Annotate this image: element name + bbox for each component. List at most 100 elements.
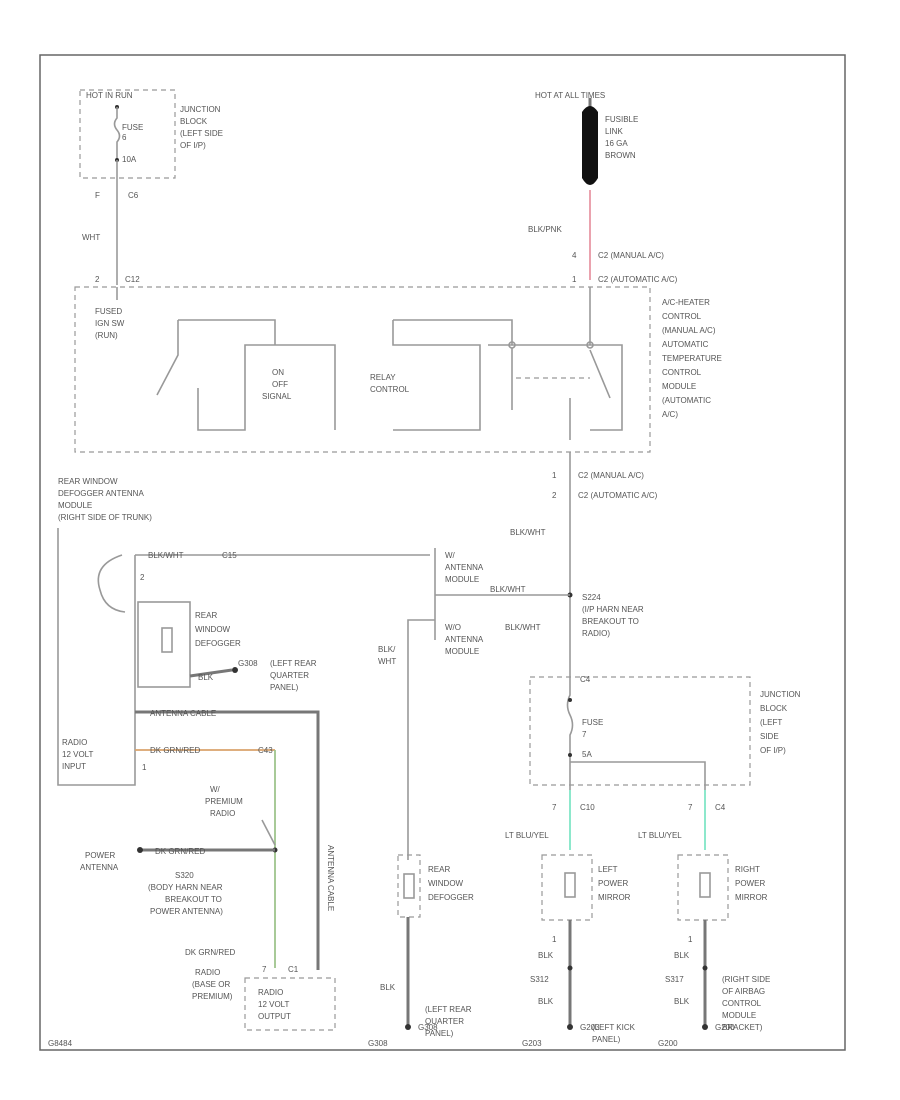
label-s224-3: BREAKOUT TO [582, 617, 639, 626]
label-rb-2: (BASE OR [192, 980, 230, 989]
label-lbyel-1: LT BLU/YEL [505, 831, 549, 840]
label-jb-2: BLOCK [180, 117, 208, 126]
ground-g308 [232, 667, 238, 673]
label-c1: C1 [288, 965, 299, 974]
label-jb-3: (LEFT SIDE [180, 129, 223, 138]
label-fuse-num: 6 [122, 133, 127, 142]
label-hc-7: MODULE [662, 382, 696, 391]
label-rwd2-1: REAR [428, 865, 450, 874]
label-dkgr-3: DK GRN/RED [185, 948, 235, 957]
label-rwd-3: DEFOGGER [195, 639, 241, 648]
junction-block-mid [529, 676, 751, 786]
label-jbm-5: OF I/P) [760, 746, 786, 755]
label-lrq2-3: PANEL) [425, 1029, 454, 1038]
label-s320-2: (BODY HARN NEAR [148, 883, 223, 892]
label-s320-4: POWER ANTENNA) [150, 907, 223, 916]
label-c12: C12 [125, 275, 140, 284]
label-w-am-2: ANTENNA [445, 563, 484, 572]
label-jbm-2: BLOCK [760, 704, 788, 713]
ign-switch [156, 319, 276, 396]
label-fused-1: FUSED [95, 307, 122, 316]
label-rb-1: RADIO [195, 968, 220, 977]
label-jb-mid-c4: C4 [580, 675, 591, 684]
left-mirror-motor [564, 872, 576, 898]
label-ra-4: MODULE [722, 1011, 756, 1020]
label-am-1: REAR WINDOW [58, 477, 118, 486]
label-c43: C43 [258, 746, 273, 755]
relay-switch [589, 349, 611, 399]
splice-s317 [702, 965, 708, 971]
label-hc-5: TEMPERATURE [662, 354, 722, 363]
label-pa-1: POWER [85, 851, 115, 860]
label-c2-manual: C2 (MANUAL A/C) [598, 251, 664, 260]
label-pin-1b: 1 [552, 471, 557, 480]
label-wht: WHT [82, 233, 100, 242]
right-mirror-box [677, 854, 729, 921]
label-control: CONTROL [370, 385, 410, 394]
label-jb-4: OF I/P) [180, 141, 206, 150]
label-antenna-cable-v: ANTENNA CABLE [326, 845, 335, 911]
label-am-2: DEFOGGER ANTENNA [58, 489, 144, 498]
label-lbyel-2: LT BLU/YEL [638, 831, 682, 840]
label-c10: C10 [580, 803, 595, 812]
label-blk-wht-c15: BLK/WHT [148, 551, 184, 560]
label-c2-manual-b: C2 (MANUAL A/C) [578, 471, 644, 480]
label-lk-1: (LEFT KICK [592, 1023, 636, 1032]
label-r12o-2: 12 VOLT [258, 1000, 290, 1009]
internal-loop [97, 554, 126, 613]
label-pin-1d: 1 [552, 935, 557, 944]
label-pin-a: 2 [140, 573, 145, 582]
label-s224-2: (I/P HARN NEAR [582, 605, 644, 614]
defogger-element [403, 873, 415, 899]
label-hc-4: AUTOMATIC [662, 340, 709, 349]
label-wo-am-2: ANTENNA [445, 635, 484, 644]
radio-output-box [244, 977, 336, 1031]
label-hot-run: HOT IN RUN [86, 91, 133, 100]
defogger-relay-box [137, 601, 191, 688]
label-g308b: G308 [418, 1023, 438, 1032]
label-c15: C15 [222, 551, 237, 560]
label-hc-1: A/C-HEATER [662, 298, 710, 307]
signal-loop [197, 344, 336, 431]
label-c2-auto-b: C2 (AUTOMATIC A/C) [578, 491, 658, 500]
label-fl-3: 16 GA [605, 139, 628, 148]
label-lrq2-2: QUARTER [425, 1017, 464, 1026]
label-am-4: (RIGHT SIDE OF TRUNK) [58, 513, 152, 522]
label-jbm-4: SIDE [760, 732, 779, 741]
defogger-relay-coil [161, 627, 173, 653]
label-lrq-2: QUARTER [270, 671, 309, 680]
label-w-am-1: W/ [445, 551, 456, 560]
label-r12o-1: RADIO [258, 988, 283, 997]
label-hc-9: A/C) [662, 410, 678, 419]
premium-select [261, 819, 276, 846]
label-blk-pnk: BLK/PNK [528, 225, 562, 234]
label-pin-4: 4 [572, 251, 577, 260]
label-code: G8484 [48, 1039, 73, 1048]
label-rwd-2: WINDOW [195, 625, 231, 634]
label-hot-all: HOT AT ALL TIMES [535, 91, 605, 100]
label-antenna-cable: ANTENNA CABLE [150, 709, 216, 718]
label-s312: S312 [530, 975, 549, 984]
label-pin-2b: 2 [552, 491, 557, 500]
label-s320-3: BREAKOUT TO [165, 895, 222, 904]
label-c2-auto: C2 (AUTOMATIC A/C) [598, 275, 678, 284]
label-pin-1e: 1 [688, 935, 693, 944]
label-pin-f: F [95, 191, 100, 200]
label-s320-1: S320 [175, 871, 194, 880]
label-blk-d: BLK [674, 997, 690, 1006]
label-s317: S317 [665, 975, 684, 984]
heater-control-box [74, 286, 651, 453]
label-rm-3: MIRROR [735, 893, 768, 902]
label-wo-am-3: MODULE [445, 647, 479, 656]
label-g200: G200 [715, 1023, 735, 1032]
label-blk-b: BLK [538, 997, 554, 1006]
label-fl-1: FUSIBLE [605, 115, 638, 124]
label-pin-7b: 7 [552, 803, 557, 812]
label-pa-2: ANTENNA [80, 863, 119, 872]
label-blk-left: BLK [198, 673, 214, 682]
label-hc-3: (MANUAL A/C) [662, 326, 716, 335]
label-rm-2: POWER [735, 879, 765, 888]
module-right-loop [488, 344, 623, 431]
label-r12-2: 12 VOLT [62, 750, 94, 759]
label-r12o-3: OUTPUT [258, 1012, 291, 1021]
